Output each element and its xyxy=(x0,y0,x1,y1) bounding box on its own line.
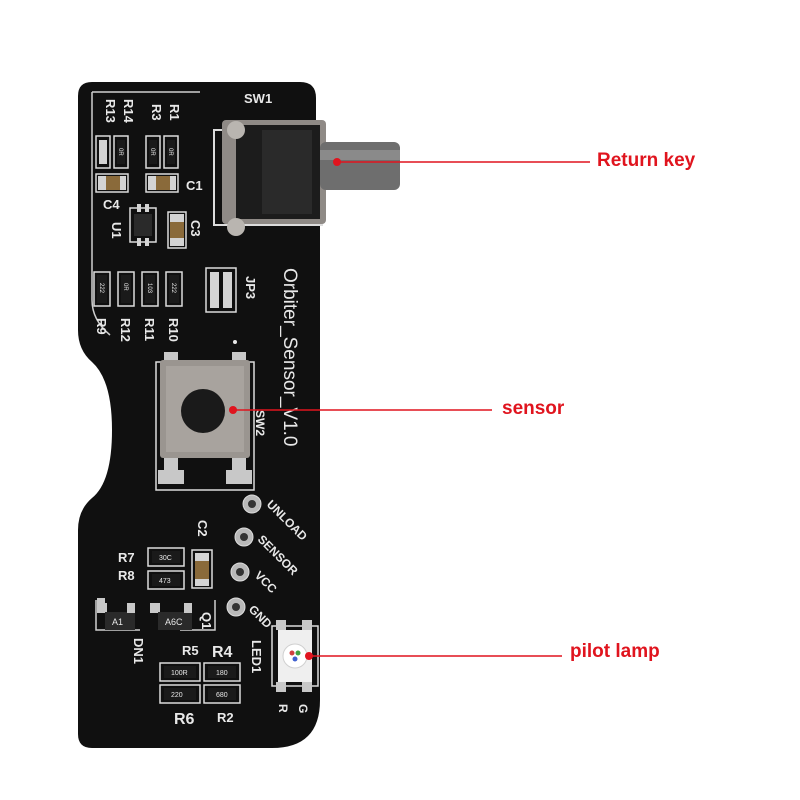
ref-led-r: R xyxy=(276,704,290,713)
resistor-row xyxy=(93,271,183,307)
ref-r7: R7 xyxy=(118,550,135,565)
ref-c2: C2 xyxy=(195,520,210,537)
sw1-switch xyxy=(213,120,400,236)
ref-r5: R5 xyxy=(182,643,199,658)
ref-r3: R3 xyxy=(149,104,164,121)
u1-chip xyxy=(129,204,157,246)
val-r9: 222 xyxy=(98,283,104,294)
ref-r13: R13 xyxy=(103,99,118,123)
ref-r11: R11 xyxy=(142,318,157,341)
ref-u1: U1 xyxy=(109,222,124,239)
ref-r9: R9 xyxy=(94,318,109,335)
top-left-resistors xyxy=(95,135,179,169)
pin-pads xyxy=(226,494,262,617)
val-r12: 0R xyxy=(122,283,128,291)
sw2-pin1-dot xyxy=(233,340,237,344)
callout-dot-pilot-lamp xyxy=(305,652,313,660)
val-r5: 100R xyxy=(171,670,188,677)
capacitors-top xyxy=(95,173,179,193)
val-dn1: A1 xyxy=(112,617,123,627)
val-q1: A6C xyxy=(165,617,183,627)
ref-sw1: SW1 xyxy=(244,91,272,106)
ref-r12: R12 xyxy=(118,318,133,342)
ref-r6: R6 xyxy=(174,711,195,728)
callout-dot-sensor xyxy=(229,406,237,414)
ref-dn1: DN1 xyxy=(131,638,146,664)
resistor-row-values: 222 0R 103 222 xyxy=(98,283,176,294)
dn1-q1 xyxy=(97,598,192,630)
ref-c4: C4 xyxy=(103,197,120,212)
resistor-row-refs: R9 R12 R11 R10 xyxy=(94,318,181,342)
val-r3: 0R xyxy=(149,148,155,156)
ref-r8: R8 xyxy=(118,568,135,583)
ref-sw2: SW2 xyxy=(253,410,267,436)
sw2-switch xyxy=(155,352,255,491)
c2-capacitor xyxy=(191,549,213,589)
ref-q1: Q1 xyxy=(199,612,214,629)
callout-label-sensor: sensor xyxy=(502,398,565,419)
val-r6: 220 xyxy=(171,692,183,699)
c3-capacitor xyxy=(167,211,187,249)
callout-lines xyxy=(229,158,590,660)
val-r11: 103 xyxy=(146,283,152,294)
silk-border-top xyxy=(91,91,200,336)
ref-c1: C1 xyxy=(186,178,203,193)
val-r8: 473 xyxy=(159,578,171,585)
ref-r4: R4 xyxy=(212,644,233,661)
val-r4: 180 xyxy=(216,670,228,677)
ref-c3: C3 xyxy=(188,220,203,237)
ref-r10: R10 xyxy=(166,318,181,342)
ref-r14: R14 xyxy=(121,99,136,124)
callout-dot-return-key xyxy=(333,158,341,166)
top-left-values: 0R 0R 0R xyxy=(117,148,173,156)
bottom-resistors xyxy=(159,662,241,704)
ref-led-g: G xyxy=(296,704,310,713)
ref-jp3: JP3 xyxy=(243,276,258,299)
board-title: Orbiter_Sensor_V1.0 xyxy=(279,268,300,447)
jp3-jumper xyxy=(205,267,237,313)
val-r7: 30C xyxy=(159,555,172,562)
val-r1: 0R xyxy=(167,148,173,156)
ref-r1: R1 xyxy=(167,104,182,121)
r7-r8 xyxy=(147,547,185,590)
ref-r2: R2 xyxy=(217,710,234,725)
ref-led1: LED1 xyxy=(249,640,264,673)
top-left-refs: R13 R14 R3 R1 xyxy=(103,99,182,124)
led1-pilot-lamp xyxy=(271,620,319,692)
callout-label-pilot-lamp: pilot lamp xyxy=(570,641,660,662)
val-r14: 0R xyxy=(117,148,123,156)
val-r10: 222 xyxy=(170,283,176,294)
val-r2: 680 xyxy=(216,692,228,699)
callout-label-return-key: Return key xyxy=(597,150,696,171)
